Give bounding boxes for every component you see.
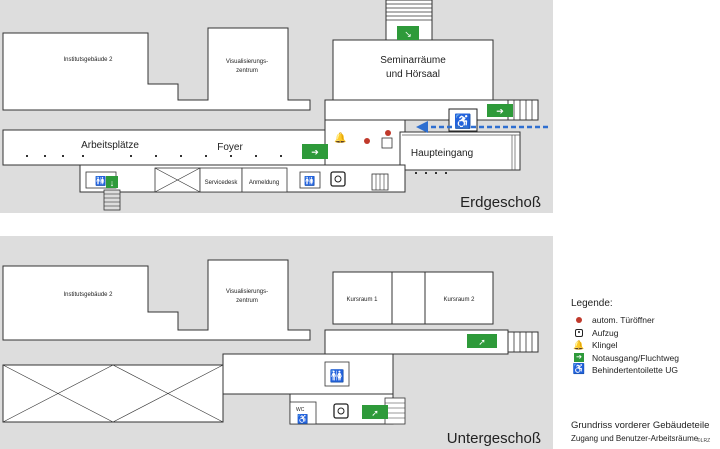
ug-exit-sign [362,405,388,419]
ug-elevator-icon [333,403,349,419]
copyright: ©LRZ [697,438,711,444]
ug-institut-label: Institutsgebäude 2 [63,292,113,298]
servicedesk-label: Servicedesk [205,180,239,186]
door-opener-icon-2 [385,130,391,136]
institut-label: Institutsgebäude 2 [63,57,113,63]
accessible-wc [289,401,317,425]
vis-label-1: Visualisierungs- [226,59,268,65]
main-hall [2,129,334,166]
erdgeschoss-title: Erdgeschoß [460,194,541,211]
ug-toilet [324,361,350,387]
exit-sign-top [397,26,419,40]
legend: Legende: autom. Türöffner Aufzug 🔔 Kling… [571,298,716,377]
kursraum1-label: Kursraum 1 [346,297,378,303]
untergeschoss-plan: Institutsgebäude 2 Visualisierungs- zent… [0,236,553,449]
legend-item-accessible-wc: ♿ Behindertentoilette UG [571,364,716,377]
elevator-icon [571,327,587,338]
servicedesk-room [199,167,243,193]
seminar-label-1: Seminarräume [380,55,446,66]
legend-title: Legende: [571,298,613,309]
erdgeschoss-plan: Institutsgebäude 2 Visualisierungs- zent… [0,0,553,213]
foyer-label: Foyer [217,142,243,153]
ug-toilet-icon: 🚻 [330,369,345,383]
svg-text:➔: ➔ [496,106,504,116]
ug-right-staircase [507,331,539,353]
top-staircase [385,0,433,41]
ug-exit-sign-right [467,334,497,348]
vis-label-2: zentrum [236,68,258,74]
svg-text:➔: ➔ [311,147,319,157]
anmeldung-room [241,167,288,193]
ug-wheelchair-icon: ♿ [297,413,308,424]
svg-text:➚: ➚ [478,337,486,347]
legend-label: autom. Türöffner [592,315,655,326]
svg-text:➚: ➚ [371,408,379,418]
legend-label: Klingel [592,340,618,351]
ug-vis-label-2: zentrum [236,298,258,304]
exit-sign-foyer [302,144,328,159]
accessible-entrance-icon [448,108,478,132]
legend-label: Behindertentoilette UG [592,365,678,376]
svg-text:🚻: 🚻 [304,175,315,186]
main-entrance-area [399,131,521,171]
bell-icon: 🔔 [573,339,585,350]
caption-subtitle: Zugang und Benutzer-Arbeitsräume [571,434,699,443]
svg-text:↓: ↓ [110,178,115,188]
untergeschoss-title: Untergeschoß [447,430,541,447]
kursraum2-label: Kursraum 2 [443,297,475,303]
eg-toilet-right [299,171,321,189]
caption: Grundriss vorderer Gebäudeteile Zugang u… [571,420,716,443]
wc-label: WC [296,407,305,413]
toilet-icon: 🚻 [95,175,106,186]
emergency-exit-icon: ➔ [571,352,587,363]
legend-item-elevator: Aufzug [571,327,716,340]
seminar-room [332,39,494,101]
legend-item-exit: ➔ Notausgang/Fluchtweg [571,352,716,365]
caption-title: Grundriss vorderer Gebäudeteile [571,420,710,431]
ug-corridor-left [2,364,224,423]
eg-exit-down-icon [106,176,118,188]
svg-text:↘: ↘ [404,29,412,39]
kursraum-block [332,271,494,325]
anmeldung-label: Anmeldung [249,180,279,186]
haupteingang-label: Haupteingang [411,148,473,159]
legend-item-door-opener: autom. Türöffner [571,314,716,327]
hall-columns [26,155,447,174]
door-opener-icon [571,315,587,326]
entrance-elevator-icon [381,137,393,149]
legend-label: Notausgang/Fluchtweg [592,352,679,363]
legend-label: Aufzug [592,327,619,338]
seminar-label-2: und Hörsaal [386,69,440,80]
bell-icon: 🔔 [334,132,346,144]
door-opener-icon-1 [364,138,370,144]
lower-left-staircase [103,189,121,211]
arbeitsplaetze-label: Arbeitsplätze [81,140,139,151]
eg-elevator-icon [330,171,346,187]
ug-vis-label-1: Visualisierungs- [226,289,268,295]
exit-sign-right [487,104,513,117]
wheelchair-icon: ♿ [572,364,586,376]
legend-item-bell: 🔔 Klingel [571,339,716,352]
